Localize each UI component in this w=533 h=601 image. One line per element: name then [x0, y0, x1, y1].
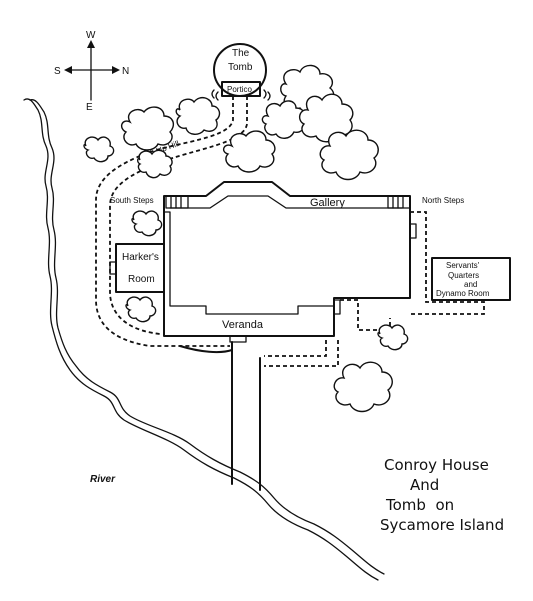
servants-quarters-label-line3: and: [464, 280, 477, 289]
compass-west-label: W: [86, 30, 96, 41]
north-steps: North Steps: [387, 195, 464, 209]
servants-quarters-label-line2: Quarters: [448, 271, 479, 280]
tomb-label-line1: The: [232, 48, 250, 59]
tomb-label-line2: Tomb: [228, 62, 253, 73]
bushes: [83, 64, 409, 413]
harkers-room-label-line1: Harker's: [122, 252, 159, 263]
compass-north-label: N: [122, 66, 129, 77]
veranda: Veranda: [222, 223, 417, 343]
title-line1: Conroy House: [384, 456, 489, 474]
conroy-house: Gallery: [163, 181, 411, 337]
gallery-label: Gallery: [310, 197, 345, 209]
river: River: [23, 98, 385, 581]
servants-quarters-label-line1: Servants': [446, 261, 480, 270]
north-steps-label: North Steps: [422, 196, 464, 205]
portico-label: Portico: [227, 85, 252, 94]
veranda-label: Veranda: [222, 319, 264, 331]
title-line4: Sycamore Island: [380, 516, 504, 534]
servants-quarters: Servants' Quarters and Dynamo Room: [431, 257, 511, 301]
harkers-room: Harker's Room: [109, 243, 165, 293]
tomb: The Tomb Portico: [211, 43, 271, 101]
south-steps: South Steps: [110, 195, 189, 209]
title-line2: And: [410, 476, 439, 494]
map-title: Conroy House And Tomb on Sycamore Island: [380, 456, 504, 534]
compass-south-label: S: [54, 66, 61, 77]
title-line3: Tomb on: [385, 496, 454, 514]
servants-quarters-label-line4: Dynamo Room: [436, 289, 490, 298]
harkers-room-label-line2: Room: [128, 274, 155, 285]
compass-east-label: E: [86, 102, 93, 113]
river-label: River: [90, 474, 116, 485]
compass-rose: W S N E: [54, 30, 129, 113]
drive: [179, 341, 261, 491]
south-steps-label: South Steps: [110, 196, 154, 205]
